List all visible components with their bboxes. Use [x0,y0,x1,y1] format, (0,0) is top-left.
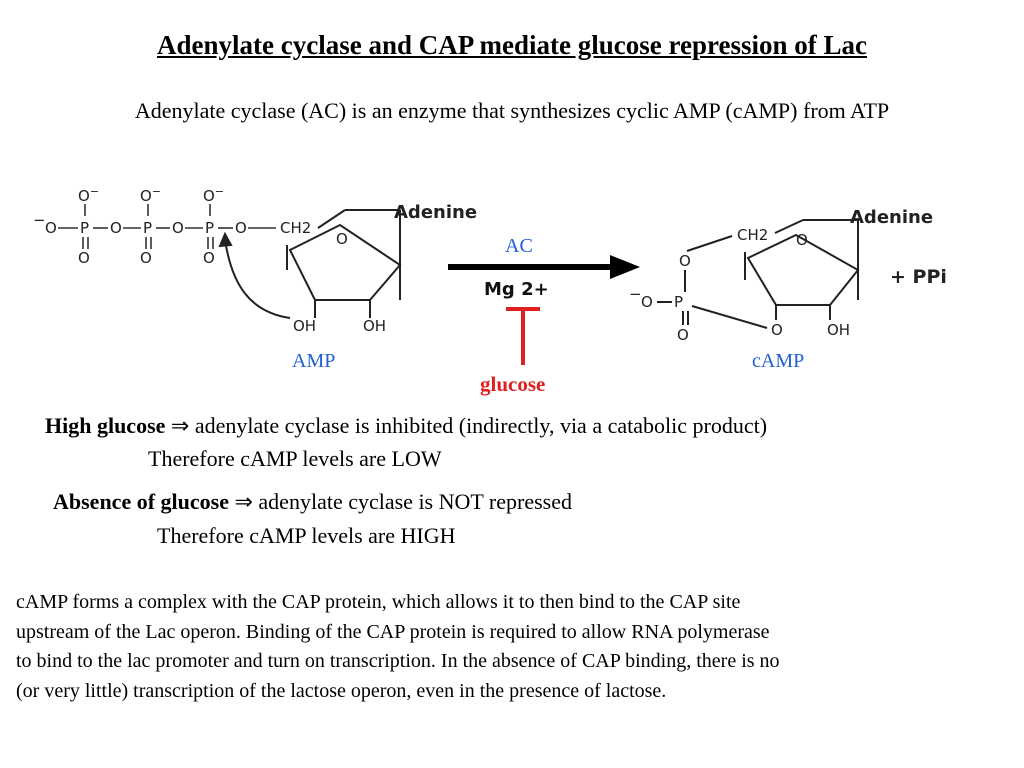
atp-o-left: O [45,219,57,237]
implies-arrow: ⇒ [234,489,253,514]
camp-charge: − [629,285,642,303]
atp-ring-oxygen: O [336,230,348,248]
cap-explanation-paragraph: cAMP forms a complex with the CAP protei… [16,588,1008,706]
atp-o-bridge-2: O [172,219,184,237]
paragraph-line: to bind to the lac promoter and turn on … [16,650,780,672]
point-absence-glucose-text: adenylate cyclase is NOT repressed [252,489,572,514]
slide-title: Adenylate cyclase and CAP mediate glucos… [157,30,867,60]
enzyme-label: AC [505,235,533,257]
atp-o-minus-3: O− [203,185,224,205]
camp-o-left: O [641,293,653,311]
camp-o-ring: O [771,321,783,339]
camp-oh: OH [827,321,850,339]
atp-oh-1: OH [293,317,316,335]
atp-o-minus-2: O− [140,185,161,205]
implies-arrow: ⇒ [170,413,190,438]
substrate-label: AMP [292,350,335,372]
point-high-glucose-text: adenylate cyclase is inhibited (indirect… [189,413,768,438]
camp-o-bottom: O [677,326,689,344]
inhibitor-label: glucose [480,372,545,396]
point-high-glucose-conclusion: Therefore cAMP levels are LOW [148,446,442,471]
point-absence-glucose-label: Absence of glucose [53,489,229,514]
atp-ring-labels: O Adenine OH OH [293,202,477,335]
atp-oh-2: OH [363,317,386,335]
cofactor-label: Mg 2+ [484,279,549,300]
point-absence-glucose: Absence of glucose ⇒ adenylate cyclase i… [53,489,572,515]
paragraph-line: (or very little) transcription of the la… [16,679,667,702]
atp-ch2: CH2 [280,219,311,237]
reaction-diagram: O− O− O− − O P O P O P O CH2 O O O [33,185,947,396]
product-label: cAMP [752,350,804,372]
atp-p-1: P [80,219,89,237]
inhibition-bar [506,307,540,365]
byproduct-label: + PPi [890,266,947,288]
camp-o-top: O [679,252,691,270]
atp-bonds [58,204,276,249]
camp-ring-oxygen: O [796,231,808,249]
reaction-arrow [448,255,640,279]
atp-o-bottom-1: O [78,249,90,267]
atp-p-2: P [143,219,152,237]
atp-o-bridge-1: O [110,219,122,237]
atp-o-bridge-3: O [235,219,247,237]
atp-o-bottom-3: O [203,249,215,267]
point-absence-glucose-conclusion: Therefore cAMP levels are HIGH [157,523,456,548]
slide-subtitle: Adenylate cyclase (AC) is an enzyme that… [134,98,890,123]
point-high-glucose-label: High glucose [45,413,166,438]
atp-phosphate-chain: O− O− O− − O P O P O P O CH2 O O O [33,185,311,267]
camp-ch2: CH2 [737,226,768,244]
camp-bonds [657,219,860,329]
camp-adenine: Adenine [850,207,933,228]
camp-p: P [674,293,683,311]
atp-adenine: Adenine [394,202,477,223]
atp-o-minus-1: O− [78,185,99,205]
paragraph-line: cAMP forms a complex with the CAP protei… [16,591,741,613]
atp-p-3: P [205,219,214,237]
point-high-glucose: High glucose ⇒ adenylate cyclase is inhi… [45,413,767,439]
atp-ribose-ring [218,209,402,319]
atp-charge-left: − [33,211,46,229]
paragraph-line: upstream of the Lac operon. Binding of t… [16,620,770,643]
camp-labels: CH2 Adenine O O − O P O O OH + PPi [629,207,947,344]
atp-o-bottom-2: O [140,249,152,267]
